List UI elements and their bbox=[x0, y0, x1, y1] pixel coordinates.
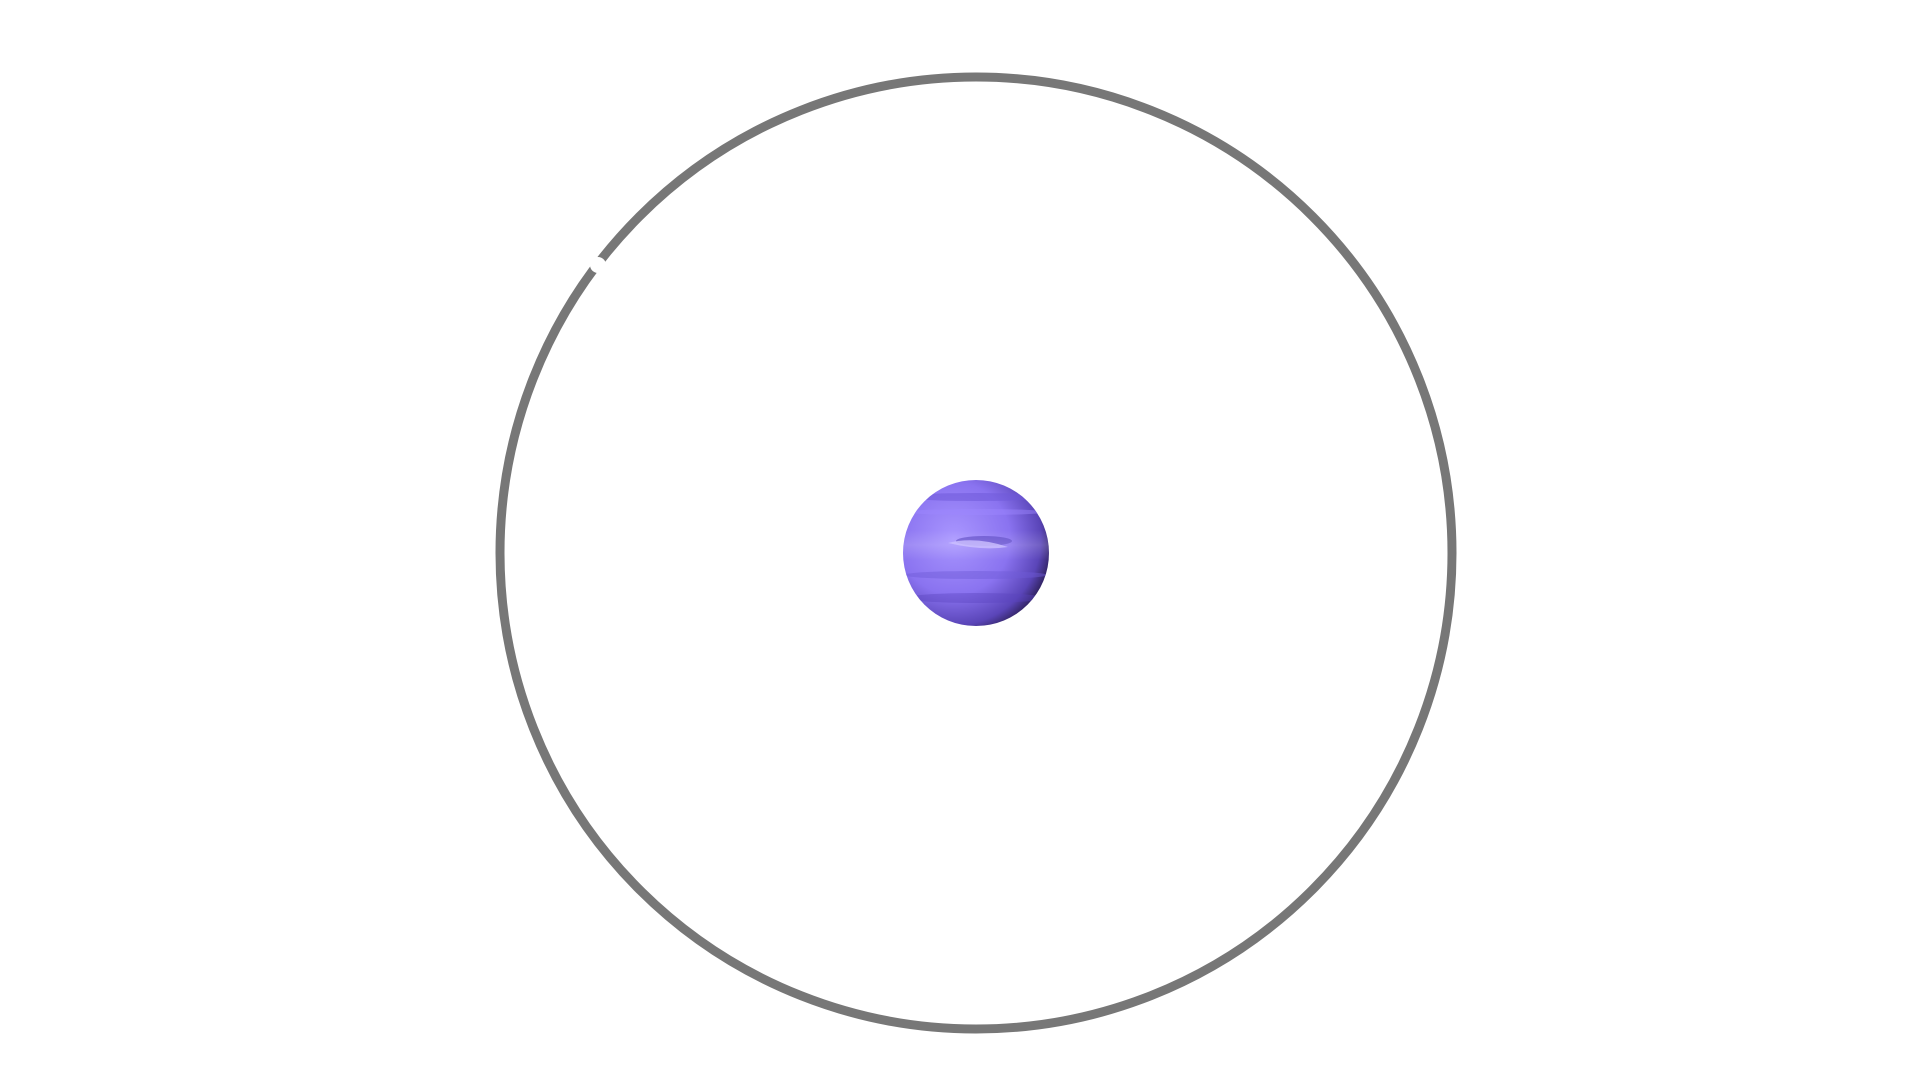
orbit-ring bbox=[495, 72, 1457, 1034]
planet-bands bbox=[903, 493, 1049, 603]
planet-neptune[interactable] bbox=[903, 480, 1049, 626]
moon-marker[interactable] bbox=[590, 257, 606, 273]
